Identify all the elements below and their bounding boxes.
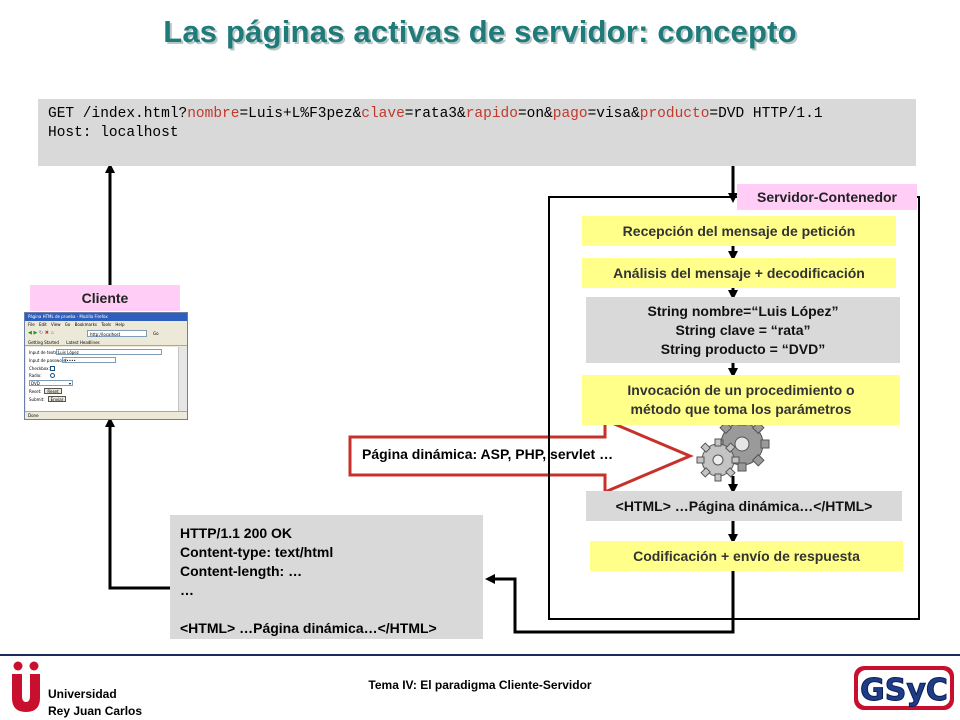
menu-go[interactable]: Go bbox=[64, 322, 71, 327]
param-producto: String producto = “DVD” bbox=[660, 341, 826, 357]
text-input[interactable]: Luis López bbox=[56, 349, 162, 355]
go-button[interactable]: Go bbox=[153, 331, 159, 336]
reset-label: Reset: bbox=[29, 389, 42, 394]
page-title: Las páginas activas de servidor: concept… bbox=[163, 14, 797, 49]
product-select-value: DVD bbox=[31, 381, 40, 386]
browser-statusbar: Done bbox=[25, 411, 187, 418]
server-container-frame bbox=[548, 196, 920, 620]
step-receive-request: Recepción del mensaje de petición bbox=[582, 216, 896, 246]
browser-menubar: File Edit View Go Bookmarks Tools Help bbox=[25, 321, 187, 328]
text-input-value: Luis López bbox=[58, 350, 79, 355]
radio-input[interactable] bbox=[50, 373, 55, 378]
step-encode-send: Codificación + envío de respuesta bbox=[590, 541, 903, 571]
request-param-name: producto bbox=[639, 106, 710, 122]
param-clave: String clave = “rata” bbox=[675, 322, 811, 338]
text-input-label: Input de texto: bbox=[29, 350, 59, 355]
gsyc-logo-text: GSyC bbox=[860, 673, 948, 708]
chevron-down-icon: ▾ bbox=[68, 381, 71, 386]
request-host-line: Host: localhost bbox=[48, 125, 179, 141]
university-line-2: Rey Juan Carlos bbox=[48, 704, 143, 718]
browser-scrollbar[interactable] bbox=[178, 347, 187, 411]
param-nombre: String nombre=“Luis López” bbox=[647, 303, 839, 319]
request-line-text: GET /index.html? bbox=[48, 106, 188, 122]
product-select[interactable]: DVD ▾ bbox=[29, 380, 73, 386]
response-content-length: Content-length: … bbox=[180, 563, 303, 579]
response-status-line: HTTP/1.1 200 OK bbox=[180, 525, 293, 541]
menu-view[interactable]: View bbox=[51, 322, 61, 327]
dynamic-html-output: <HTML> …Página dinámica…</HTML> bbox=[586, 491, 902, 521]
university-name: Universidad Rey Juan Carlos bbox=[48, 686, 142, 720]
response-body: <HTML> …Página dinámica…</HTML> bbox=[180, 620, 437, 636]
request-line-text: =on& bbox=[517, 106, 553, 122]
dynamic-page-arrow bbox=[348, 417, 694, 495]
address-bar[interactable]: http://localhost bbox=[87, 330, 147, 337]
request-line-text: =Luis+L%F3pez& bbox=[239, 106, 362, 122]
menu-help[interactable]: Help bbox=[115, 322, 125, 327]
bookmark-latest-headlines[interactable]: Latest Headlines bbox=[66, 340, 100, 345]
gears-icon bbox=[696, 416, 770, 482]
footer-divider bbox=[0, 654, 960, 656]
request-line: GET /index.html?nombre=Luis+L%F3pez&clav… bbox=[48, 106, 823, 122]
password-input[interactable]: ••••• bbox=[62, 357, 116, 363]
university-logo-icon bbox=[12, 661, 40, 712]
password-input-label: Input de password: bbox=[29, 358, 68, 363]
request-line-text: =visa& bbox=[587, 106, 640, 122]
invoke-line-2: método que toma los parámetros bbox=[630, 401, 852, 417]
invoke-line-1: Invocación de un procedimiento o bbox=[627, 382, 855, 398]
footer-topic: Tema IV: El paradigma Cliente-Servidor bbox=[368, 678, 592, 692]
password-input-value: ••••• bbox=[64, 358, 76, 363]
menu-edit[interactable]: Edit bbox=[38, 322, 47, 327]
request-param-name: clave bbox=[361, 106, 405, 122]
response-blank bbox=[180, 600, 483, 619]
status-text: Done bbox=[28, 413, 39, 418]
bookmarks-bar: Getting Started Latest Headlines bbox=[25, 339, 187, 346]
reset-button-label: Reset bbox=[47, 389, 59, 394]
browser-title: Página HTML de prueba - Mozilla Firefox bbox=[28, 314, 108, 319]
menu-tools[interactable]: Tools bbox=[101, 322, 112, 327]
request-line-text: =DVD HTTP/1.1 bbox=[709, 106, 823, 122]
submit-label: Submit: bbox=[29, 397, 45, 402]
dynamic-page-label: Página dinámica: ASP, PHP, servlet … bbox=[362, 446, 614, 462]
response-ellipsis: … bbox=[180, 582, 194, 598]
browser-content: Input de texto: Luis López Input de pass… bbox=[26, 347, 178, 411]
browser-window: Página HTML de prueba - Mozilla Firefox … bbox=[24, 312, 188, 420]
address-value: http://localhost bbox=[90, 332, 121, 337]
request-param-name: rapido bbox=[465, 106, 518, 122]
arrow-server-to-response bbox=[485, 571, 735, 634]
stop-icon[interactable]: ✖ bbox=[44, 330, 49, 336]
gsyc-logo-icon: GSyC bbox=[854, 666, 954, 710]
bookmark-getting-started[interactable]: Getting Started bbox=[28, 340, 59, 345]
decoded-parameters-box: String nombre=“Luis López” String clave … bbox=[586, 297, 900, 363]
step-invoke-procedure: Invocación de un procedimiento o método … bbox=[582, 375, 900, 425]
checkbox-label: Checkbox: bbox=[29, 366, 50, 371]
back-icon[interactable]: ◀ bbox=[28, 330, 32, 336]
response-content-type: Content-type: text/html bbox=[180, 544, 334, 560]
http-response-box: HTTP/1.1 200 OK Content-type: text/html … bbox=[170, 515, 483, 639]
reload-icon[interactable]: ↻ bbox=[38, 330, 44, 336]
checkbox-input[interactable] bbox=[50, 366, 55, 371]
browser-toolbar: ◀ ▶ ↻ ✖ ⌂ http://localhost Go bbox=[25, 328, 187, 339]
server-container-label: Servidor-Contenedor bbox=[737, 184, 917, 210]
client-label: Cliente bbox=[30, 285, 180, 311]
reset-button[interactable]: Reset bbox=[44, 388, 62, 394]
browser-titlebar: Página HTML de prueba - Mozilla Firefox bbox=[25, 313, 187, 321]
http-request-box: GET /index.html?nombre=Luis+L%F3pez&clav… bbox=[38, 99, 916, 166]
request-param-name: pago bbox=[552, 106, 588, 122]
submit-button-label: Enviar bbox=[50, 397, 64, 402]
request-param-name: nombre bbox=[187, 106, 240, 122]
menu-bookmarks[interactable]: Bookmarks bbox=[74, 322, 97, 327]
menu-file[interactable]: File bbox=[28, 322, 35, 327]
step-analyze-decode: Análisis del mensaje + decodificación bbox=[582, 258, 896, 288]
home-icon[interactable]: ⌂ bbox=[50, 330, 54, 336]
request-line-text: =rata3& bbox=[404, 106, 466, 122]
arrow-response-to-client bbox=[105, 417, 170, 590]
radio-label: Radio: bbox=[29, 373, 42, 378]
submit-button[interactable]: Enviar bbox=[48, 396, 66, 402]
university-line-1: Universidad bbox=[48, 687, 117, 701]
forward-icon[interactable]: ▶ bbox=[33, 330, 38, 336]
